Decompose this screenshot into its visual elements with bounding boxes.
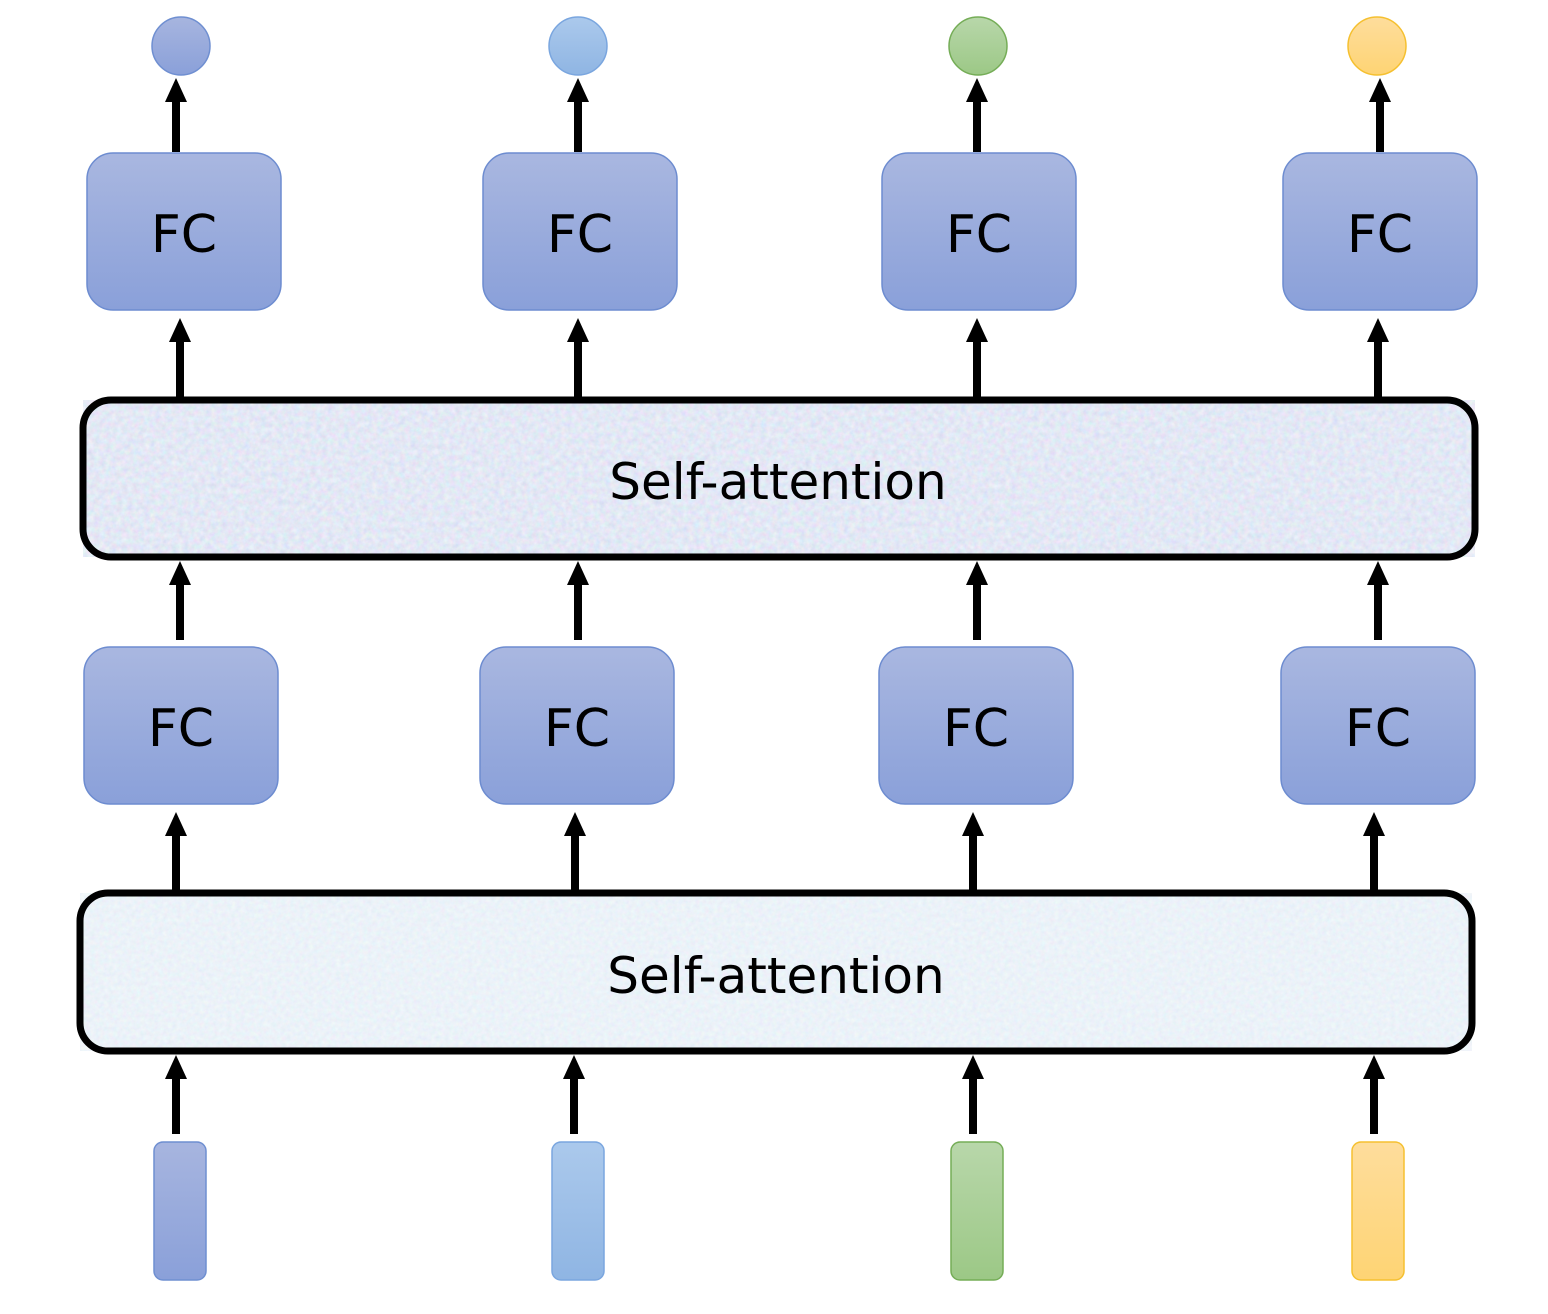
input-arrow-3-head — [962, 1055, 984, 1079]
fc-block-layer2-4[interactable] — [1282, 152, 1478, 311]
fc-block-layer1-2[interactable] — [479, 646, 675, 805]
input-arrow-4-head — [1363, 1055, 1385, 1079]
sa1-to-fc1-arrow-2-head — [564, 812, 586, 836]
fc-label-layer1-4: FC — [1345, 699, 1411, 759]
self-attention-block-2[interactable] — [79, 396, 1479, 561]
self-attention-block-2-texture — [83, 400, 1475, 557]
self-attention-block-1[interactable] — [76, 889, 1476, 1055]
self-attention-label-2: Self-attention — [609, 453, 946, 511]
sa2-to-fc2-arrow-3-head — [966, 318, 988, 342]
input-vector-1 — [153, 1141, 207, 1281]
output-4 — [1347, 16, 1407, 76]
output-2 — [548, 16, 608, 76]
fc1-to-sa2-arrow-3-head — [966, 561, 988, 585]
fc1-to-sa2-arrow-1-head — [169, 561, 191, 585]
input-arrow-2-head — [563, 1055, 585, 1079]
fc-block-layer1-1[interactable] — [83, 646, 279, 805]
input-vector-2 — [551, 1141, 605, 1281]
output-3 — [948, 16, 1008, 76]
fc1-to-sa2-arrow-4-head — [1367, 561, 1389, 585]
fc-block-layer2-1[interactable] — [86, 152, 282, 311]
self-attention-label-1: Self-attention — [607, 947, 944, 1005]
sa1-to-fc1-arrow-1-head — [165, 812, 187, 836]
fc2-to-output-arrow-3-head — [966, 78, 988, 102]
self-attention-block-1-texture — [80, 893, 1472, 1051]
fc1-to-sa2-arrow-2-head — [567, 561, 589, 585]
fc2-to-output-arrow-1-head — [165, 78, 187, 102]
input-vector-4 — [1351, 1141, 1405, 1281]
fc2-to-output-arrow-4-head — [1369, 78, 1391, 102]
fc-label-layer2-4: FC — [1347, 205, 1413, 265]
fc-label-layer2-1: FC — [151, 205, 217, 265]
fc-label-layer1-1: FC — [148, 699, 214, 759]
fc-label-layer1-2: FC — [544, 699, 610, 759]
sa1-to-fc1-arrow-4-head — [1363, 812, 1385, 836]
input-arrow-1-head — [165, 1055, 187, 1079]
output-1 — [151, 16, 211, 76]
fc-label-layer2-2: FC — [547, 205, 613, 265]
input-vector-3 — [950, 1141, 1004, 1281]
fc2-to-output-arrow-2-head — [567, 78, 589, 102]
sa2-to-fc2-arrow-4-head — [1367, 318, 1389, 342]
sa2-to-fc2-arrow-2-head — [567, 318, 589, 342]
sa1-to-fc1-arrow-3-head — [962, 812, 984, 836]
fc-label-layer2-3: FC — [946, 205, 1012, 265]
sa2-to-fc2-arrow-1-head — [169, 318, 191, 342]
fc-label-layer1-3: FC — [943, 699, 1009, 759]
fc-block-layer1-4[interactable] — [1280, 646, 1476, 805]
fc-block-layer2-2[interactable] — [482, 152, 678, 311]
fc-block-layer1-3[interactable] — [878, 646, 1074, 805]
fc-block-layer2-3[interactable] — [881, 152, 1077, 311]
